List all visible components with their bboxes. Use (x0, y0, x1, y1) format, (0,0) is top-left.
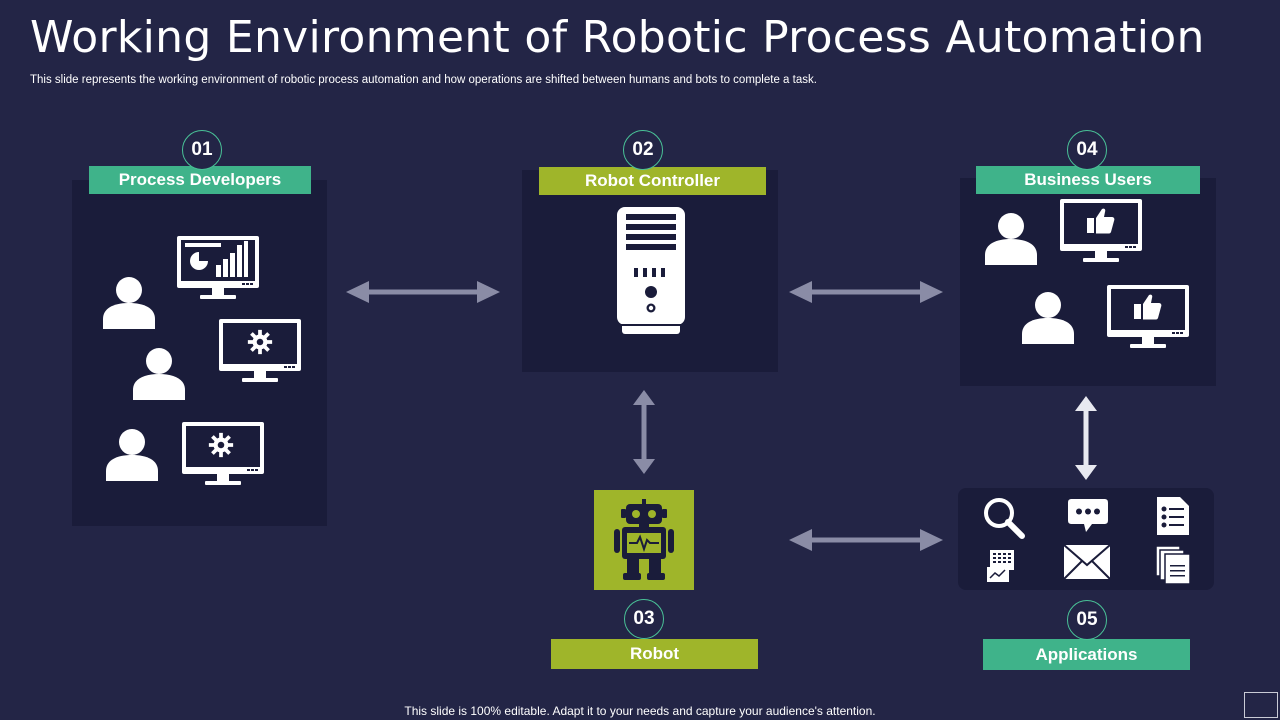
arrow-controller-robot (633, 390, 655, 474)
step-number-04: 04 (1067, 130, 1107, 170)
arrow-users-applications (1075, 396, 1097, 480)
user-icon (1020, 288, 1076, 344)
user-icon (983, 209, 1039, 265)
applications-label: Applications (983, 639, 1190, 670)
step-number-05: 05 (1067, 600, 1107, 640)
user-icon (104, 425, 160, 481)
chart-monitor-icon (177, 236, 259, 299)
server-tower-icon (616, 207, 686, 334)
business-users-label: Business Users (976, 166, 1200, 194)
thumbs-up-monitor-icon (1060, 199, 1142, 262)
calculator-icon (987, 550, 1014, 582)
step-number-03: 03 (624, 599, 664, 639)
arrow-controller-users (789, 281, 943, 303)
gear-monitor-icon (219, 319, 301, 382)
arrow-robot-applications (789, 529, 943, 551)
arrow-developers-controller (346, 281, 500, 303)
step-number-02: 02 (623, 130, 663, 170)
slide-title: Working Environment of Robotic Process A… (30, 12, 1205, 63)
gear-monitor-icon (182, 422, 264, 485)
robot-icon (614, 499, 674, 580)
step-number-01: 01 (182, 130, 222, 170)
thumbs-up-monitor-icon (1107, 285, 1189, 348)
documents-icon (1155, 545, 1191, 585)
user-icon (131, 344, 187, 400)
robot-label: Robot (551, 639, 758, 669)
user-icon (101, 273, 157, 329)
mail-icon (1063, 544, 1111, 580)
document-list-icon (1157, 497, 1189, 535)
search-icon (984, 498, 1025, 539)
corner-box (1244, 692, 1278, 718)
process-developers-label: Process Developers (89, 166, 311, 194)
chat-icon (1068, 499, 1108, 532)
slide-subtitle: This slide represents the working enviro… (30, 74, 817, 86)
robot-controller-label: Robot Controller (539, 167, 766, 195)
slide-footer: This slide is 100% editable. Adapt it to… (404, 704, 876, 718)
